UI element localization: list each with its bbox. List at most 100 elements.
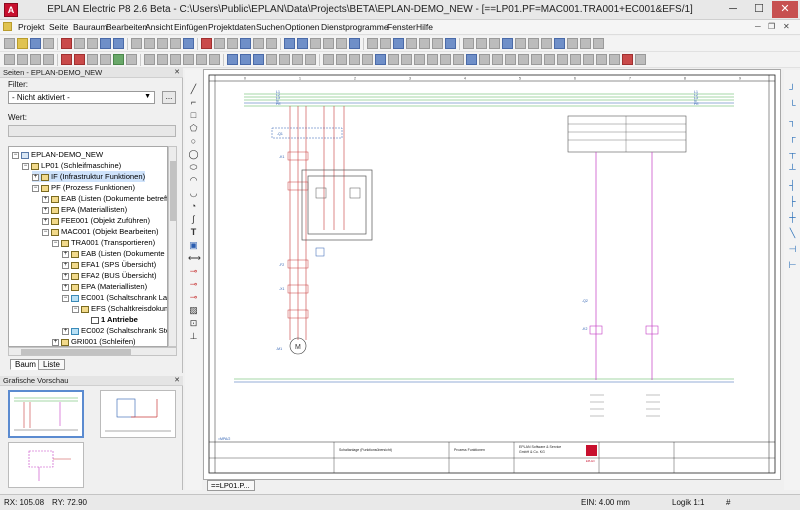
hydraulic-icon[interactable] bbox=[505, 54, 516, 65]
tree-expander-icon[interactable]: + bbox=[42, 217, 49, 225]
tree-expander-icon[interactable]: − bbox=[12, 151, 19, 159]
cable-def-icon[interactable] bbox=[427, 54, 438, 65]
tab-tree[interactable]: Baum bbox=[10, 359, 41, 370]
ortho-icon[interactable] bbox=[240, 38, 251, 49]
doc-close-button[interactable]: ✕ bbox=[783, 22, 790, 31]
mirror-icon[interactable] bbox=[253, 54, 264, 65]
arc-3p-tool-icon[interactable]: ◡ bbox=[189, 188, 198, 198]
close-button[interactable]: ✕ bbox=[772, 1, 798, 18]
doc-minimize-button[interactable]: ─ bbox=[755, 22, 761, 31]
stretch-icon[interactable] bbox=[266, 54, 277, 65]
shield-icon[interactable] bbox=[440, 54, 451, 65]
angle-icon[interactable]: ╲ bbox=[789, 228, 796, 238]
circle-tool-icon[interactable]: ○ bbox=[190, 136, 197, 146]
rotate-icon[interactable] bbox=[240, 54, 251, 65]
open-icon[interactable] bbox=[17, 38, 28, 49]
contact-nc-icon[interactable] bbox=[74, 54, 85, 65]
report-icon[interactable] bbox=[476, 38, 487, 49]
tree-horizontal-scrollbar[interactable] bbox=[8, 347, 177, 356]
tree-expander-icon[interactable]: + bbox=[62, 327, 69, 335]
tree-node-page-1[interactable]: 1 Antriebe bbox=[91, 314, 138, 325]
hatch-icon[interactable] bbox=[305, 54, 316, 65]
text-icon[interactable] bbox=[144, 54, 155, 65]
filter-select[interactable]: - Nicht aktiviert - ▼ bbox=[8, 91, 155, 104]
menu-hilfe[interactable]: Hilfe bbox=[416, 22, 434, 32]
actuator-icon[interactable] bbox=[557, 54, 568, 65]
dimension-tool-icon[interactable]: ⟷ bbox=[188, 253, 201, 263]
select-icon[interactable] bbox=[4, 54, 15, 65]
coil-icon[interactable] bbox=[87, 54, 98, 65]
menu-projekt[interactable]: Projekt bbox=[18, 22, 45, 32]
app-menu-icon[interactable] bbox=[3, 22, 12, 31]
cut-icon[interactable] bbox=[61, 38, 72, 49]
t-node-down-icon[interactable]: ┬ bbox=[789, 148, 796, 158]
macro-box-icon[interactable] bbox=[414, 54, 425, 65]
hatch-tool-icon[interactable]: ▨ bbox=[189, 305, 198, 315]
tree-node-project[interactable]: −EPLAN-DEMO_NEW bbox=[12, 149, 103, 160]
save-icon[interactable] bbox=[30, 38, 41, 49]
cross-node-icon[interactable]: ┼ bbox=[789, 212, 796, 222]
sector-tool-icon[interactable]: ◔ bbox=[190, 201, 197, 211]
hose-icon[interactable] bbox=[466, 54, 477, 65]
tree-expander-icon[interactable]: + bbox=[42, 195, 49, 203]
spline-tool-icon[interactable]: ∫ bbox=[192, 214, 195, 224]
scrollbar-thumb[interactable] bbox=[170, 161, 176, 221]
pneumatic-icon[interactable] bbox=[518, 54, 529, 65]
structure-box-icon[interactable] bbox=[393, 38, 404, 49]
cross-icon[interactable] bbox=[43, 54, 54, 65]
group-icon[interactable] bbox=[362, 54, 373, 65]
pump-icon[interactable] bbox=[596, 54, 607, 65]
tree-node-eab[interactable]: +EAB (Listen (Dokumente betreffen bbox=[42, 193, 167, 204]
arc-icon[interactable] bbox=[209, 54, 220, 65]
tree-expander-icon[interactable]: + bbox=[62, 283, 69, 291]
grid-icon[interactable] bbox=[214, 38, 225, 49]
check-icon[interactable] bbox=[489, 38, 500, 49]
zoom-window-icon[interactable] bbox=[157, 38, 168, 49]
pan-icon[interactable] bbox=[183, 38, 194, 49]
interruption-icon[interactable] bbox=[432, 38, 443, 49]
menu-fenster[interactable]: Fenster bbox=[387, 22, 416, 32]
connection-tool-icon[interactable]: ⊸ bbox=[189, 279, 198, 289]
location-box-icon[interactable] bbox=[406, 38, 417, 49]
tree-expander-icon[interactable]: − bbox=[32, 184, 39, 192]
t-node-left-icon[interactable]: ┤ bbox=[789, 180, 796, 190]
arc-tool-icon[interactable]: ◠ bbox=[189, 175, 198, 185]
insert-macro-icon[interactable] bbox=[367, 38, 378, 49]
tree-expander-icon[interactable]: + bbox=[52, 338, 59, 346]
tank-icon[interactable] bbox=[583, 54, 594, 65]
interrupt-tool-icon[interactable]: ⊸ bbox=[189, 292, 198, 302]
properties-icon[interactable] bbox=[266, 38, 277, 49]
symbol-tool-icon[interactable]: ⊡ bbox=[189, 318, 198, 328]
menu-dienstprogramme[interactable]: Dienstprogramme bbox=[321, 22, 389, 32]
cross-ref-icon[interactable] bbox=[528, 38, 539, 49]
polygon-tool-icon[interactable]: ⬠ bbox=[189, 123, 198, 133]
line-tool-icon[interactable]: ╱ bbox=[190, 84, 197, 94]
tree-expander-icon[interactable]: − bbox=[22, 162, 29, 170]
trim-icon[interactable] bbox=[279, 54, 290, 65]
t-node-right-icon[interactable]: ├ bbox=[789, 196, 796, 206]
connection-icon[interactable] bbox=[284, 38, 295, 49]
preview-thumbnail[interactable] bbox=[100, 390, 176, 438]
menu-projektdaten[interactable]: Projektdaten bbox=[208, 22, 256, 32]
app-logo-icon[interactable]: A bbox=[4, 3, 18, 17]
tree-node-epa-sub[interactable]: +EPA (Materiallisten) bbox=[62, 281, 147, 292]
preview-thumbnail[interactable] bbox=[8, 390, 84, 438]
corner-down-icon[interactable]: ┐ bbox=[789, 116, 796, 126]
tree-expander-icon[interactable]: − bbox=[72, 305, 79, 313]
terminal-icon[interactable] bbox=[310, 38, 321, 49]
tab-list[interactable]: Liste bbox=[38, 359, 65, 370]
tree-node-efs[interactable]: −EFS (Schaltkreisdokum bbox=[72, 303, 167, 314]
corner-icon[interactable] bbox=[17, 54, 28, 65]
polyline-tool-icon[interactable]: ⌐ bbox=[190, 97, 197, 107]
mounting-icon[interactable] bbox=[580, 38, 591, 49]
motor-icon[interactable] bbox=[100, 54, 111, 65]
zoom-out-icon[interactable] bbox=[144, 38, 155, 49]
gauge-icon[interactable] bbox=[570, 54, 581, 65]
tree-node-tra001[interactable]: −TRA001 (Transportieren) bbox=[52, 237, 155, 248]
cabinet-icon[interactable] bbox=[593, 38, 604, 49]
zoom-all-icon[interactable] bbox=[170, 38, 181, 49]
polyline-icon[interactable] bbox=[196, 54, 207, 65]
tree-node-mac001[interactable]: −MAC001 (Objekt Bearbeiten) bbox=[42, 226, 159, 237]
tree-node-fee001[interactable]: +FEE001 (Objekt Zuführen) bbox=[42, 215, 150, 226]
pages-panel-close-icon[interactable]: ✕ bbox=[174, 69, 180, 76]
